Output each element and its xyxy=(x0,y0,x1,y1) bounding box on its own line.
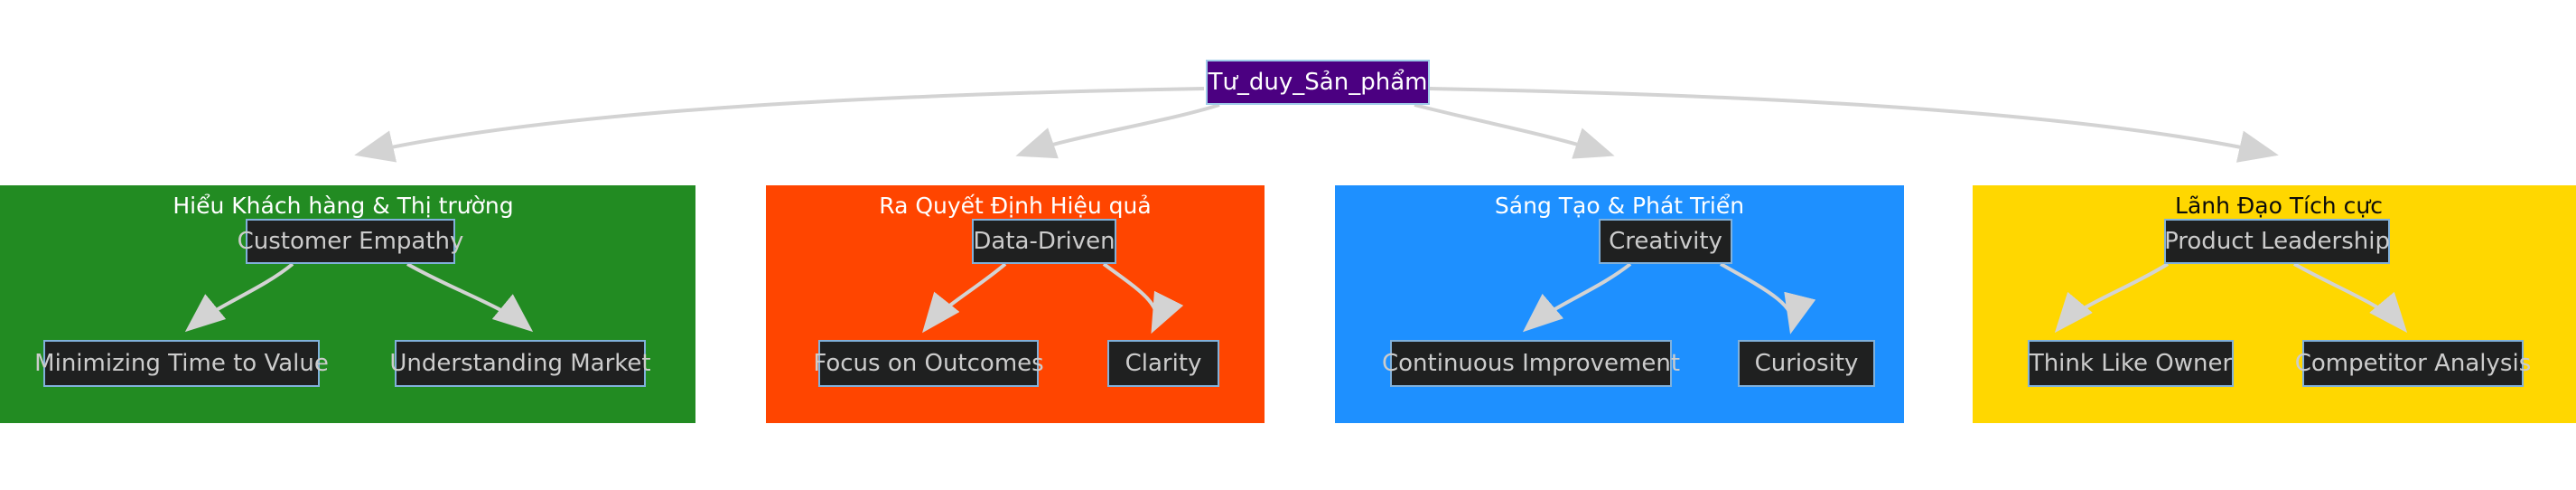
node-product-leadership[interactable]: Product Leadership xyxy=(2164,219,2390,264)
cluster-title-understanding: Hiểu Khách hàng & Thị trường xyxy=(173,193,514,219)
node-competitor-analysis[interactable]: Competitor Analysis xyxy=(2295,340,2531,387)
node-clarity-label: Clarity xyxy=(1125,350,1202,377)
node-data-driven[interactable]: Data-Driven xyxy=(972,219,1116,264)
node-focus-on-outcomes[interactable]: Focus on Outcomes xyxy=(813,340,1044,387)
edge-root-to-creativity xyxy=(1414,103,1615,159)
node-think-like-owner[interactable]: Think Like Owner xyxy=(2028,340,2234,387)
edge-root-to-leadership xyxy=(1428,87,2279,163)
node-data-driven-label: Data-Driven xyxy=(973,228,1115,255)
node-customer-empathy[interactable]: Customer Empathy xyxy=(238,219,463,264)
node-understanding-market-label: Understanding Market xyxy=(389,350,651,377)
node-curiosity[interactable]: Curiosity xyxy=(1738,340,1875,387)
node-curiosity-label: Curiosity xyxy=(1754,350,1859,377)
node-understanding-market[interactable]: Understanding Market xyxy=(389,340,651,387)
node-customer-empathy-label: Customer Empathy xyxy=(237,228,464,255)
node-minimizing-time-to-value[interactable]: Minimizing Time to Value xyxy=(34,340,329,387)
node-clarity[interactable]: Clarity xyxy=(1107,340,1219,387)
node-creativity-label: Creativity xyxy=(1609,228,1722,255)
node-root[interactable]: Tư_duy_Sản_phẩm xyxy=(1206,60,1430,105)
node-competitor-analysis-label: Competitor Analysis xyxy=(2294,350,2532,377)
node-continuous-improvement[interactable]: Continuous Improvement xyxy=(1382,340,1680,387)
node-product-leadership-label: Product Leadership xyxy=(2164,228,2390,255)
cluster-title-leadership: Lãnh Đạo Tích cực xyxy=(2175,193,2383,219)
cluster-title-decision: Ra Quyết Định Hiệu quả xyxy=(879,193,1152,219)
node-minimizing-time-to-value-label: Minimizing Time to Value xyxy=(34,350,329,377)
node-continuous-improvement-label: Continuous Improvement xyxy=(1382,350,1681,377)
node-root-label: Tư_duy_Sản_phẩm xyxy=(1208,69,1428,96)
cluster-title-creativity: Sáng Tạo & Phát Triển xyxy=(1494,193,1745,219)
edge-root-to-decision xyxy=(1015,103,1220,159)
node-focus-on-outcomes-label: Focus on Outcomes xyxy=(813,350,1044,377)
edge-root-to-understanding xyxy=(354,87,1205,163)
node-think-like-owner-label: Think Like Owner xyxy=(2029,350,2233,377)
node-creativity[interactable]: Creativity xyxy=(1599,219,1732,264)
